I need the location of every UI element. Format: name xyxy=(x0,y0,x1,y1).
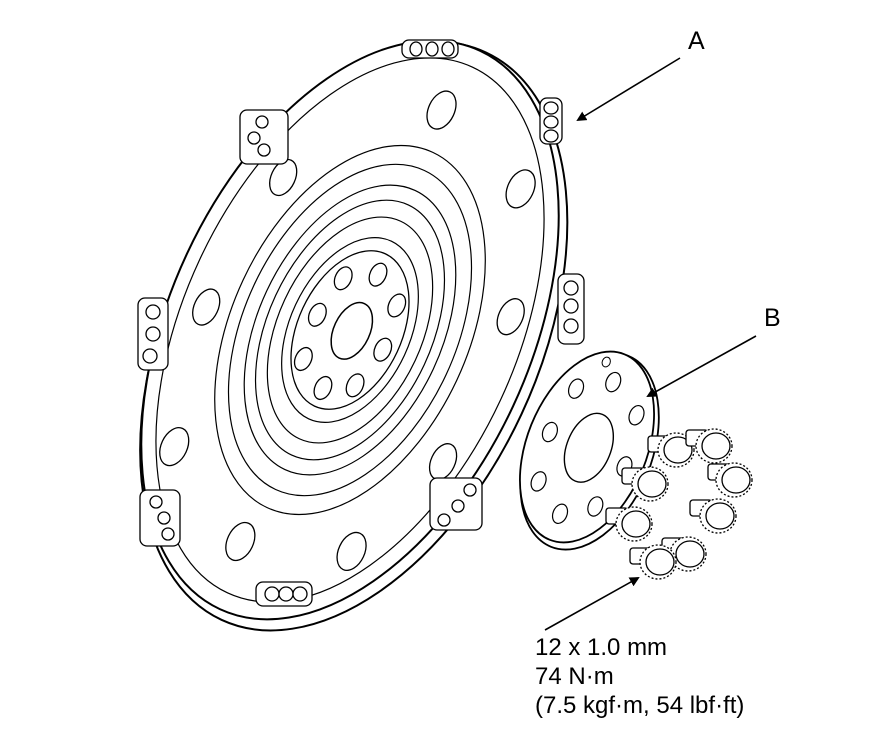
leader-line-b xyxy=(646,335,757,397)
plate-hole xyxy=(269,158,298,197)
rim-tab xyxy=(239,109,289,165)
plate-hole xyxy=(505,169,536,209)
torque-alt-units-text: (7.5 kgf·m, 54 lbf·ft) xyxy=(535,692,745,719)
bolt xyxy=(621,466,669,502)
bolts xyxy=(605,428,753,580)
drive-plate xyxy=(139,39,569,632)
plate-hole xyxy=(192,288,221,326)
torque-nm-text: 74 N·m xyxy=(535,663,614,690)
plate-hole xyxy=(426,90,457,130)
leader-line-bolt xyxy=(544,577,640,631)
plate-hole xyxy=(159,427,190,467)
rim-tabs xyxy=(137,39,585,607)
bolt xyxy=(685,428,733,464)
bolt-size-text: 12 x 1.0 mm xyxy=(535,634,668,661)
torque-spec: 12 x 1.0 mm 74 N·m (7.5 kgf·m, 54 lbf·ft… xyxy=(535,633,744,720)
rim-tab xyxy=(401,39,459,59)
bolt xyxy=(689,498,737,534)
bolt xyxy=(707,462,753,498)
rim-tab xyxy=(429,477,483,531)
plate-rings xyxy=(214,144,486,516)
bolt xyxy=(605,506,653,542)
rim-tab xyxy=(255,581,313,607)
backing-plate-bore xyxy=(563,412,615,483)
plate-hole xyxy=(496,298,525,336)
rim-tab xyxy=(539,97,563,145)
rim-tab xyxy=(557,273,585,345)
plate-hole xyxy=(225,521,256,562)
rim-tab xyxy=(137,297,169,371)
callout-a-label: A xyxy=(688,27,705,55)
rim-tab xyxy=(139,489,181,547)
locating-hole xyxy=(601,356,611,368)
backing-plate xyxy=(519,350,660,551)
plate-holes xyxy=(159,90,536,572)
leader-line-a xyxy=(576,57,681,122)
hub-bolt-holes xyxy=(293,262,407,401)
plate-hole xyxy=(336,531,367,572)
callout-b-label: B xyxy=(764,304,781,332)
bolt xyxy=(629,544,677,580)
bolt xyxy=(647,432,695,468)
center-bore xyxy=(330,301,374,360)
